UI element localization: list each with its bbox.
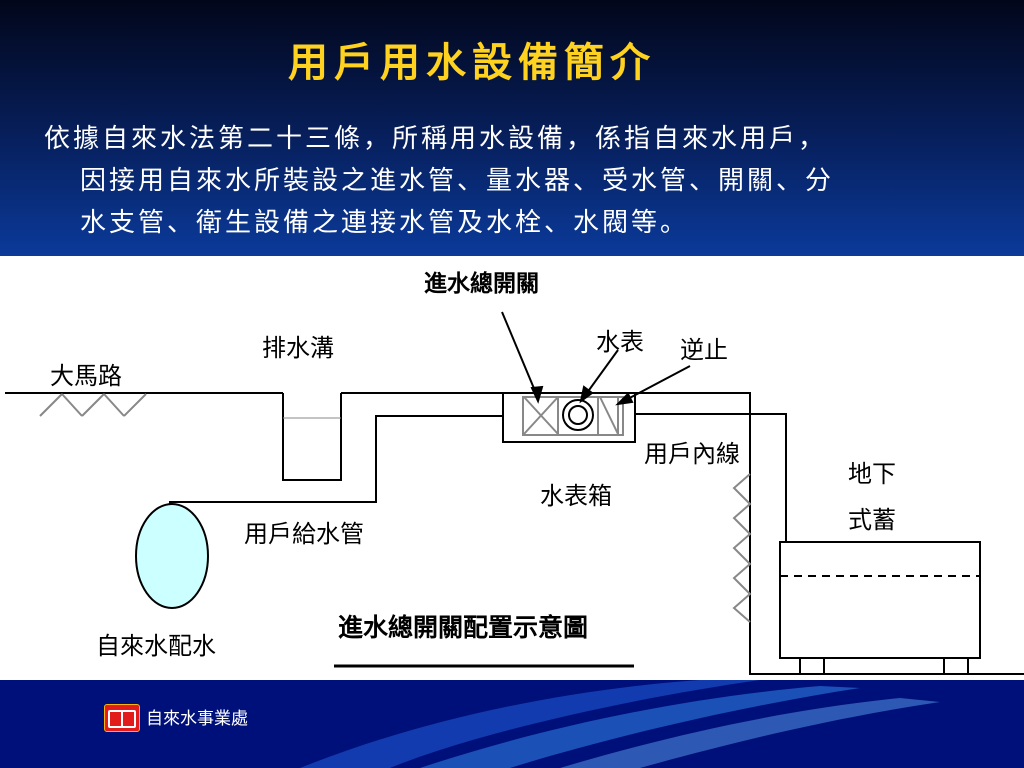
header-band: 用戶用水設備簡介 依據自來水法第二十三條，所稱用水設備，係指自來水用戶， 因接用…	[0, 0, 1024, 256]
water-main-ellipse	[135, 503, 209, 609]
supply-pipe-lower	[169, 415, 503, 508]
footer-band: 自來水事業處	[0, 680, 1024, 768]
footer-org-name: 自來水事業處	[146, 709, 248, 729]
drain-channel	[282, 393, 342, 481]
label-water-main: 自來水配水	[96, 632, 216, 660]
arrow-meter	[583, 349, 619, 398]
label-meter: 水表	[596, 328, 644, 356]
water-equipment-diagram: 進水總開關 大馬路 排水溝 水表 逆止 用戶內線 水表箱 地下 式蓄 用戶給水管…	[0, 256, 1024, 680]
intro-paragraph: 依據自來水法第二十三條，所稱用水設備，係指自來水用戶， 因接用自來水所裝設之進水…	[44, 118, 994, 244]
intro-line-1: 依據自來水法第二十三條，所稱用水設備，係指自來水用戶，	[44, 124, 828, 154]
label-main-switch: 進水總開關	[424, 271, 539, 297]
label-inner-line: 用戶內線	[644, 440, 740, 468]
label-supply-pipe: 用戶給水管	[244, 520, 364, 548]
storage-tank	[779, 541, 981, 659]
diagram-caption: 進水總開關配置示意圖	[338, 613, 589, 642]
label-meter-box: 水表箱	[540, 482, 612, 510]
slide-title: 用戶用水設備簡介	[288, 39, 656, 86]
wall-hatch	[732, 473, 752, 623]
ground-hatch	[39, 393, 147, 417]
label-road: 大馬路	[50, 362, 122, 390]
meter-circle	[562, 399, 594, 431]
footer-swoosh	[300, 680, 940, 768]
label-underground-2: 式蓄	[848, 506, 896, 534]
arrow-check-valve	[621, 365, 691, 403]
intro-line-3: 水支管、衛生設備之連接水管及水栓、水閥等。	[80, 208, 690, 238]
label-drain: 排水溝	[262, 334, 334, 362]
label-underground-1: 地下	[848, 460, 896, 488]
label-check-valve: 逆止	[680, 336, 728, 364]
diagram-drawing	[5, 311, 1024, 675]
book-icon	[104, 704, 140, 732]
arrow-main-switch	[501, 311, 539, 399]
intro-line-2: 因接用自來水所裝設之進水管、量水器、受水管、開關、分	[80, 166, 835, 196]
